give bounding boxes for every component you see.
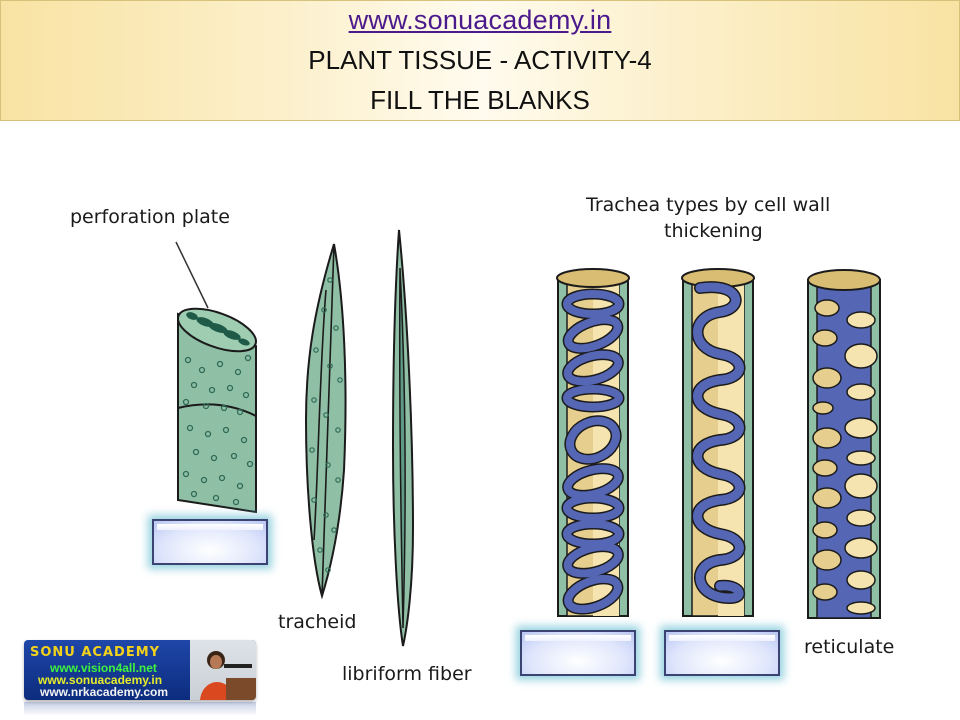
sonu-academy-logo[interactable]: SONU ACADEMY www.vision4all.net www.sonu… [24, 640, 256, 700]
libriform-fiber-illustration [391, 229, 415, 647]
fill-blank-spiral[interactable] [664, 630, 780, 676]
label-reticulate: reticulate [804, 636, 895, 658]
tracheid-illustration [304, 243, 347, 600]
annular-trachea-illustration [556, 268, 630, 617]
logo-url-vision4all: www.vision4all.net [50, 661, 157, 675]
logo-reflection [24, 702, 256, 716]
page-subtitle: FILL THE BLANKS [370, 85, 590, 115]
logo-brand: SONU ACADEMY [30, 645, 161, 660]
website-link[interactable]: www.sonuacademy.in [348, 5, 612, 35]
vessel-element-illustration [175, 241, 257, 514]
label-libriform-fiber: libriform fiber [342, 663, 472, 685]
spiral-trachea-illustration [681, 268, 755, 617]
fill-blank-annular[interactable] [520, 630, 636, 676]
logo-url-sonuacademy: www.sonuacademy.in [38, 673, 163, 687]
trachea-title-line1: Trachea types by cell wall [586, 194, 831, 216]
label-perforation-plate: perforation plate [70, 206, 230, 228]
page-title: PLANT TISSUE - ACTIVITY-4 [308, 45, 652, 75]
presenter-photo [190, 640, 256, 700]
trachea-title-line2: thickening [664, 220, 763, 242]
label-tracheid: tracheid [278, 611, 357, 633]
logo-url-nrkacademy: www.nrkacademy.com [40, 685, 169, 699]
title-banner: www.sonuacademy.in PLANT TISSUE - ACTIVI… [0, 0, 960, 121]
fill-blank-vessel[interactable] [152, 519, 268, 565]
reticulate-trachea-illustration [807, 269, 881, 619]
